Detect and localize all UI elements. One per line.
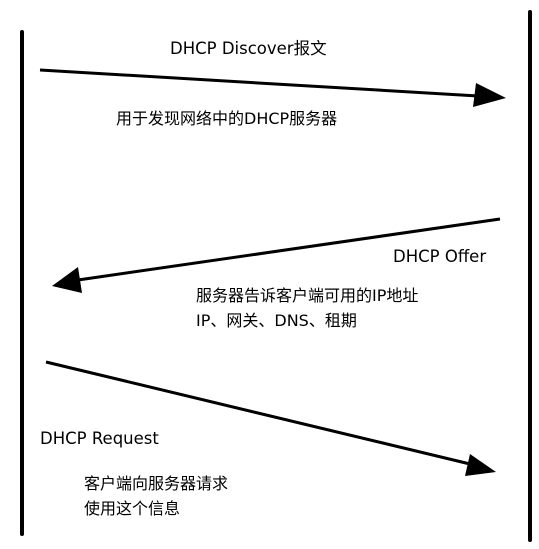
offer-arrow-head bbox=[52, 267, 82, 293]
request-description: 客户端向服务器请求 使用这个信息 bbox=[84, 471, 228, 521]
offer-description: 服务器告诉客户端可用的IP地址 IP、网关、DNS、租期 bbox=[196, 283, 418, 333]
request-description-line-2: 使用这个信息 bbox=[84, 499, 181, 518]
discover-description-line-1: 用于发现网络中的DHCP服务器 bbox=[116, 109, 338, 128]
offer-title: DHCP Offer bbox=[393, 247, 487, 266]
discover-description: 用于发现网络中的DHCP服务器 bbox=[116, 106, 337, 131]
discover-arrow-shaft bbox=[39, 68, 479, 98]
discover-arrow-head bbox=[473, 83, 506, 107]
offer-description-line-1: 服务器告诉客户端可用的IP地址 bbox=[196, 286, 419, 305]
discover-title: DHCP Discover报文 bbox=[170, 39, 327, 58]
request-arrow-shaft bbox=[45, 360, 471, 466]
offer-arrow-shaft bbox=[77, 217, 501, 282]
request-title: DHCP Request bbox=[40, 429, 159, 448]
request-description-line-1: 客户端向服务器请求 bbox=[84, 474, 229, 493]
offer-description-line-2: IP、网关、DNS、租期 bbox=[196, 311, 357, 330]
request-arrow-head bbox=[465, 454, 496, 476]
